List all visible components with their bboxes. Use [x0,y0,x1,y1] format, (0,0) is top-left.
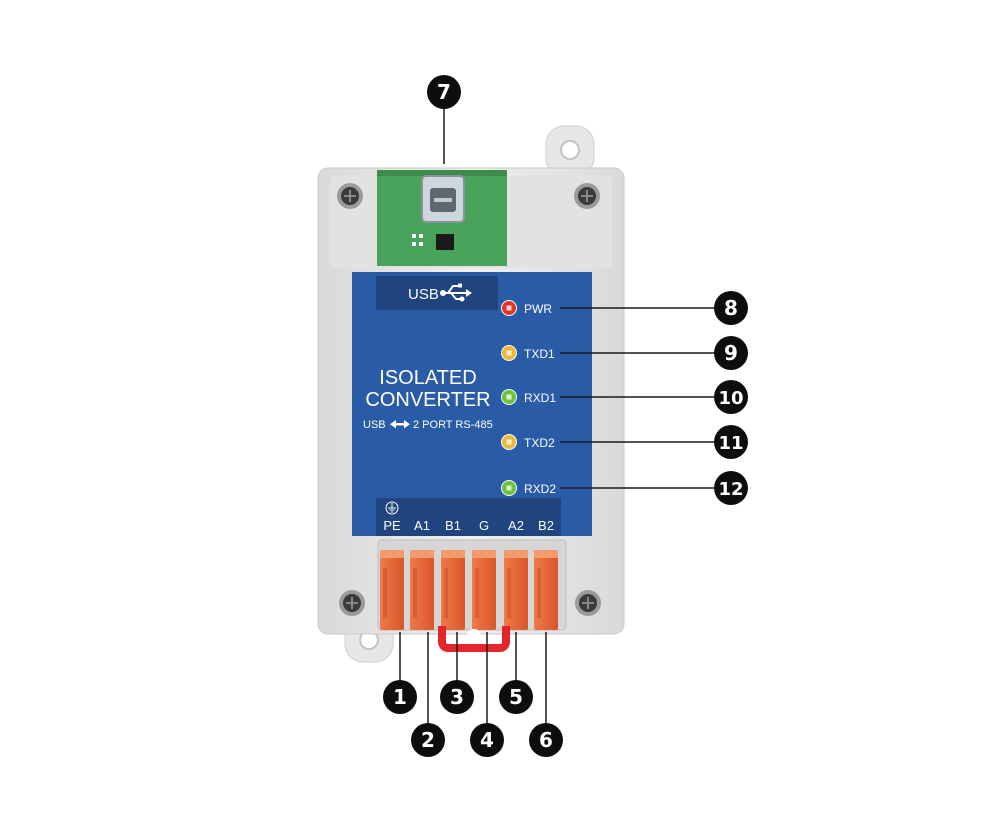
callout-6: 6 [529,723,563,757]
svg-text:7: 7 [437,80,451,104]
usb-label: USB [408,286,439,303]
callout-4: 4 [470,723,504,757]
led-label-pwr: PWR [524,302,552,316]
callout-8: 8 [714,291,748,325]
terminal-lever-b2[interactable] [534,550,558,630]
panel-title-line2: CONVERTER [365,389,490,411]
terminal-label-b1: B1 [445,518,461,533]
callout-7: 7 [427,75,461,109]
terminal-label-b2: B2 [538,518,554,533]
callout-3: 3 [440,680,474,714]
callout-11: 11 [714,425,748,459]
panel-title-line1: ISOLATED [379,367,476,389]
screw-icon [339,590,365,616]
usb-label-box [376,276,498,310]
callout-10: 10 [714,380,748,414]
double-arrow-icon [390,420,410,429]
svg-text:2: 2 [421,728,435,752]
svg-text:6: 6 [539,728,553,752]
svg-text:5: 5 [509,685,523,709]
svg-text:3: 3 [450,685,464,709]
screw-icon [575,590,601,616]
front-panel [352,272,592,536]
screw-icon [574,183,600,209]
led-label-rxd2: RXD2 [524,482,556,496]
terminal-label-g: G [479,518,489,533]
top-mounting-ear [545,125,595,177]
callout-5: 5 [499,680,533,714]
svg-text:11: 11 [718,433,743,454]
terminal-label-box [376,498,561,536]
ground-icon [385,501,399,515]
svg-text:8: 8 [724,296,738,320]
panel-subtitle-left: USB [363,419,386,431]
led-rxd2 [501,480,517,496]
terminal-lever-pe[interactable] [380,550,404,630]
svg-text:10: 10 [718,388,743,409]
svg-text:4: 4 [480,728,494,752]
callout-12: 12 [714,471,748,505]
terminal-lever-b1[interactable] [441,550,465,630]
screw-icon [337,183,363,209]
svg-text:9: 9 [724,341,738,365]
led-pwr [501,300,517,316]
terminal-label-a2: A2 [508,518,524,533]
panel-subtitle-right: 2 PORT RS-485 [413,419,493,431]
led-label-txd1: TXD1 [524,347,555,361]
svg-text:1: 1 [393,685,407,709]
callout-1: 1 [383,680,417,714]
jumper-bridge [438,626,510,652]
callout-9: 9 [714,336,748,370]
usb-icon [440,283,472,302]
led-rxd1 [501,389,517,405]
led-txd1 [501,345,517,361]
terminal-lever-a1[interactable] [410,550,434,630]
callout-2: 2 [411,723,445,757]
terminal-lever-g[interactable] [472,550,496,630]
terminal-label-a1: A1 [414,518,430,533]
terminal-lever-a2[interactable] [504,550,528,630]
svg-text:12: 12 [718,479,743,500]
led-label-rxd1: RXD1 [524,391,556,405]
terminal-label-pe: PE [383,518,401,533]
usb-pcb [377,170,507,266]
led-label-txd2: TXD2 [524,436,555,450]
led-txd2 [501,434,517,450]
